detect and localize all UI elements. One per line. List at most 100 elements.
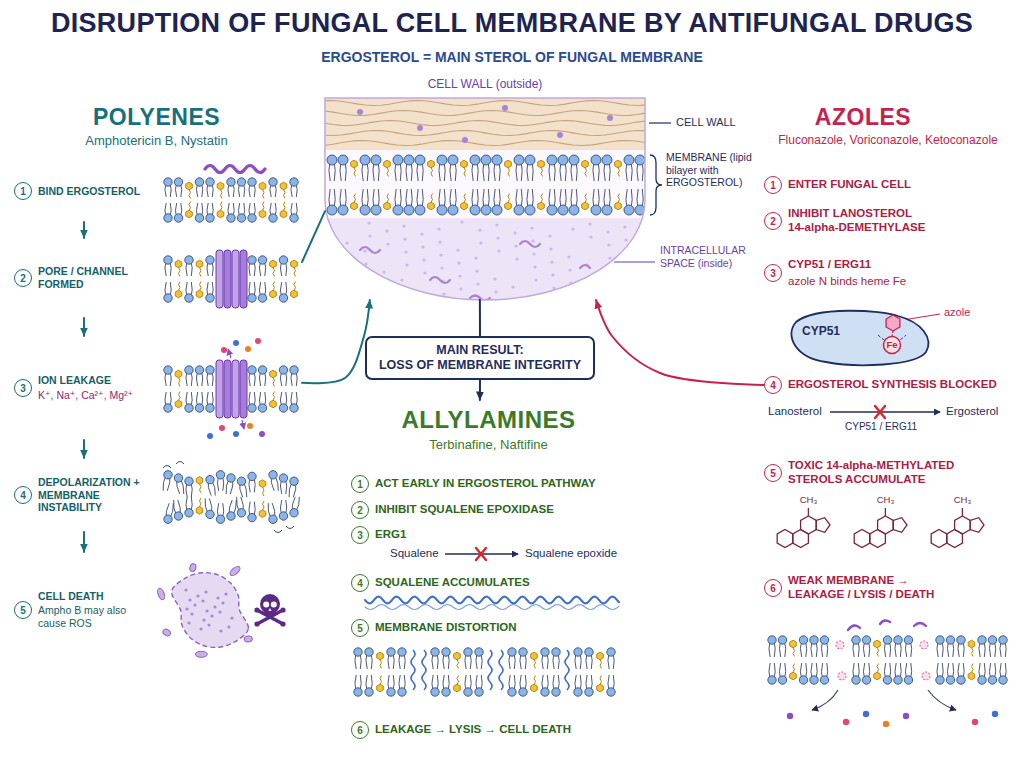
membrane-illustration bbox=[462, 137, 468, 143]
allylamine-illustration bbox=[457, 660, 459, 669]
azole-illustration bbox=[799, 636, 807, 644]
azole-illustration bbox=[843, 719, 849, 725]
step-item: 3CYP51 / ERG11azole N binds heme Fe bbox=[764, 246, 1014, 300]
callout-number: 1 bbox=[351, 475, 369, 493]
allylamine-illustration bbox=[387, 648, 395, 656]
azole-illustration bbox=[893, 518, 907, 533]
polyene-illustration bbox=[294, 268, 296, 277]
drug-class-panel: POLYENESAmphotericin B, Nystatin1BIND ER… bbox=[8, 98, 305, 676]
membrane-illustration bbox=[606, 230, 609, 233]
membrane-illustration bbox=[360, 155, 370, 165]
polyene-illustration bbox=[290, 404, 298, 412]
polyene-illustration bbox=[206, 214, 214, 222]
annotation-label: CELL WALL bbox=[676, 116, 736, 129]
azole-illustration bbox=[799, 676, 807, 684]
membrane-illustration bbox=[437, 205, 447, 215]
allylamine-illustration bbox=[574, 648, 582, 656]
polyene-illustration bbox=[248, 366, 256, 374]
membrane-illustration bbox=[626, 264, 629, 267]
polyene-illustration bbox=[185, 256, 193, 264]
polyene-illustration bbox=[279, 404, 287, 412]
membrane-illustration bbox=[325, 98, 645, 308]
membrane-illustration bbox=[587, 289, 590, 292]
step-item: 5CELL DEATHAmpho B may also cause ROS bbox=[14, 552, 302, 668]
membrane-illustration bbox=[371, 205, 381, 215]
polyene-illustration bbox=[172, 573, 249, 648]
step-label: CYP51 / ERG11 bbox=[788, 258, 1008, 272]
polyene-illustration bbox=[244, 636, 252, 643]
azole-illustration bbox=[968, 640, 975, 648]
polyene-illustration bbox=[164, 404, 172, 412]
membrane-illustration bbox=[325, 141, 645, 146]
allylamine-illustration bbox=[600, 676, 602, 685]
membrane-illustration bbox=[558, 155, 568, 165]
polyene-illustration bbox=[185, 477, 193, 485]
azole-illustration bbox=[793, 664, 795, 673]
allylamine-illustration bbox=[354, 648, 362, 656]
membrane-illustration bbox=[428, 202, 435, 210]
polyene-illustration bbox=[233, 340, 239, 346]
polyene-illustration bbox=[258, 366, 266, 374]
azole-illustration bbox=[988, 636, 996, 644]
membrane-illustration bbox=[624, 155, 634, 165]
allylamine-illustration bbox=[457, 676, 459, 685]
membrane-illustration bbox=[513, 231, 516, 234]
polyene-illustration bbox=[195, 404, 203, 412]
callout-number: 4 bbox=[351, 574, 369, 592]
polyene-illustration bbox=[269, 471, 277, 479]
polyene-illustration bbox=[221, 347, 227, 353]
membrane-illustration bbox=[608, 256, 611, 259]
membrane-illustration bbox=[439, 253, 442, 256]
membrane-illustration bbox=[371, 155, 381, 165]
callout-number: 5 bbox=[764, 464, 782, 482]
membrane-illustration bbox=[460, 220, 463, 223]
azole-illustration bbox=[936, 636, 944, 644]
polyene-illustration bbox=[164, 214, 172, 222]
polyene-illustration bbox=[200, 268, 202, 277]
step-label: ERGOSTEROL SYNTHESIS BLOCKED bbox=[788, 378, 1008, 392]
polyene-illustration bbox=[195, 366, 203, 374]
azole-illustration bbox=[810, 676, 818, 684]
membrane-illustration bbox=[349, 293, 352, 296]
leader-line bbox=[614, 123, 671, 262]
azole-illustration bbox=[812, 690, 838, 710]
polyene-illustration bbox=[263, 487, 265, 496]
allylamine-illustration bbox=[585, 648, 593, 656]
membrane-illustration bbox=[624, 238, 627, 241]
membrane-illustration bbox=[360, 247, 380, 253]
polyene-illustration bbox=[216, 360, 223, 418]
callout-number: 4 bbox=[14, 486, 32, 504]
annotation-label: azole bbox=[944, 306, 970, 319]
membrane-illustration bbox=[541, 168, 543, 177]
azole-illustration bbox=[972, 719, 978, 725]
callout-number: 2 bbox=[14, 269, 32, 287]
membrane-illustration bbox=[505, 160, 512, 168]
membrane-illustration bbox=[338, 205, 348, 215]
membrane-illustration bbox=[514, 205, 524, 215]
polyene-illustration bbox=[207, 623, 210, 626]
step-item: 3ERG1 bbox=[351, 524, 626, 546]
annotation-label: CH₃ bbox=[793, 494, 824, 505]
polyene-illustration bbox=[248, 404, 256, 412]
callout-number: 4 bbox=[764, 376, 782, 394]
azole-illustration bbox=[920, 641, 928, 649]
polyene-illustration bbox=[179, 378, 181, 387]
polyene-illustration bbox=[224, 592, 227, 595]
azole-illustration bbox=[883, 636, 891, 644]
polyene-illustration bbox=[206, 475, 214, 483]
polyene-illustration bbox=[290, 214, 298, 222]
azole-illustration bbox=[883, 721, 889, 727]
enzyme-label: CYP51 bbox=[786, 308, 936, 339]
annotation-label: Squalene epoxide bbox=[525, 547, 617, 561]
membrane-illustration bbox=[582, 202, 589, 210]
membrane-illustration bbox=[430, 277, 450, 283]
allylamine-illustration bbox=[476, 548, 486, 560]
azole-illustration bbox=[877, 664, 879, 673]
step-label: DEPOLARIZATION + MEMBRANE INSTABILITY bbox=[38, 476, 150, 514]
step-note: K⁺, Na⁺, Ca²⁺, Mg²⁺ bbox=[38, 389, 150, 402]
membrane-illustration bbox=[438, 240, 441, 243]
allylamine-illustration bbox=[597, 684, 604, 692]
membrane-illustration bbox=[508, 168, 510, 177]
polyene-illustration bbox=[156, 166, 299, 658]
polyene-illustration bbox=[216, 596, 219, 599]
